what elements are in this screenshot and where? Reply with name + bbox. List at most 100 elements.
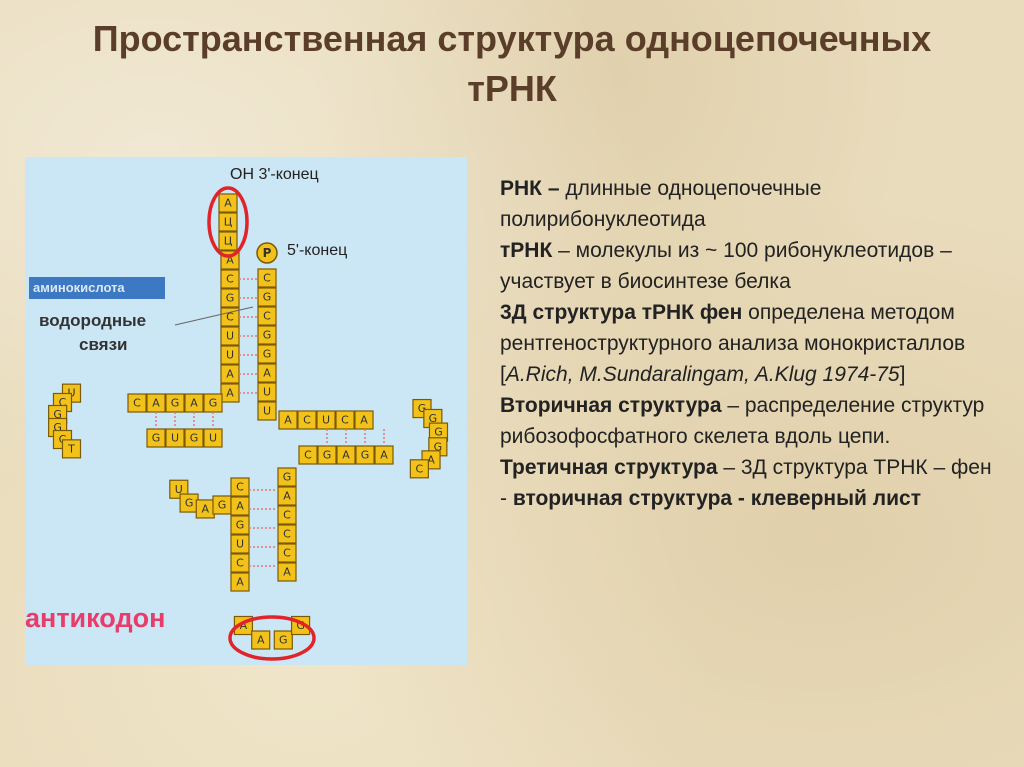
anticodon-stem-nucleotide: G: [277, 467, 297, 487]
variable-loop-nucleotide: G: [212, 495, 232, 515]
def-3d: определена методом рентгеноструктурного …: [500, 301, 966, 386]
acceptor-end-nucleotide: Ц: [218, 231, 238, 251]
hydrogen-bonds-line-1: водородные: [39, 311, 147, 330]
svg-text:G: G: [429, 412, 438, 425]
svg-text:G: G: [53, 421, 62, 434]
t-stem-nucleotide: A: [374, 445, 394, 465]
acceptor-stem-nucleotide: G: [257, 287, 277, 307]
svg-text:A: A: [240, 619, 248, 632]
t-stem-nucleotide: A: [336, 445, 356, 465]
nucleotide-layer: AЦЦACGCUUAACGCGGAUUCAGAGGUGUUCGGCTACUCAC…: [48, 193, 449, 650]
anticodon-stem-nucleotide: A: [277, 486, 297, 506]
svg-text:C: C: [263, 310, 271, 323]
acceptor-stem-nucleotide: G: [257, 325, 277, 345]
t-stem-nucleotide: G: [355, 445, 375, 465]
paragraph-tertiary: Третичная структура – 3Д структура ТРНК …: [500, 452, 1000, 514]
svg-text:A: A: [236, 576, 244, 589]
svg-text:A: A: [201, 502, 209, 515]
def-tertiary: – 3Д структура ТРНК – фен -: [500, 456, 992, 510]
term-secondary: Вторичная структура: [500, 394, 722, 417]
t-stem-nucleotide: G: [317, 445, 337, 465]
svg-text:G: G: [296, 619, 305, 632]
svg-text:A: A: [360, 414, 368, 427]
anticodon-label: антикодон: [25, 603, 166, 633]
svg-text:A: A: [190, 397, 198, 410]
svg-text:C: C: [226, 273, 234, 286]
svg-text:A: A: [226, 254, 234, 267]
trna-cloverleaf-drawing: .nuc { fill:#f2c21b; stroke:#7a5a05; str…: [48, 186, 449, 661]
anticodon-stem-nucleotide: C: [277, 543, 297, 563]
t-stem-nucleotide: A: [278, 410, 298, 430]
svg-text:G: G: [263, 291, 272, 304]
svg-text:G: G: [361, 449, 370, 462]
svg-text:G: G: [190, 432, 199, 445]
d-stem-nucleotide: A: [184, 393, 204, 413]
d-stem-nucleotide: U: [203, 428, 223, 448]
svg-text:Ц: Ц: [224, 216, 233, 229]
anticodon-stem-nucleotide: A: [230, 496, 250, 516]
t-stem-nucleotide: A: [354, 410, 374, 430]
svg-text:C: C: [263, 272, 271, 285]
anticodon-stem-nucleotide: C: [230, 553, 250, 573]
def-trna: – молекулы из ~ 100 рибонуклеотидов – уч…: [500, 239, 952, 293]
svg-text:C: C: [59, 396, 67, 409]
amino-acid-label: аминокислота: [29, 277, 165, 299]
svg-text:A: A: [283, 490, 291, 503]
svg-text:C: C: [341, 414, 349, 427]
acceptor-stem-nucleotide: C: [257, 306, 277, 326]
def-3d-end: ]: [899, 363, 906, 386]
svg-text:G: G: [263, 329, 272, 342]
def-secondary: – распределение структур рибозофосфатног…: [500, 394, 985, 448]
acceptor-stem-nucleotide: C: [257, 268, 277, 288]
svg-text:C: C: [283, 528, 291, 541]
anticodon-stem-nucleotide: C: [230, 477, 250, 497]
anticodon-stem-nucleotide: U: [230, 534, 250, 554]
authors: A.Rich, M.Sundaralingam, A.Klug 1974-75: [505, 363, 900, 386]
acceptor-end-nucleotide: Ц: [218, 212, 238, 232]
svg-text:C: C: [416, 462, 424, 475]
hydrogen-bond-layer: [155, 278, 385, 567]
t-loop-nucleotide: C: [409, 459, 429, 479]
d-loop-nucleotide: T: [61, 439, 82, 459]
term-tertiary: Третичная структура: [500, 456, 718, 479]
svg-text:U: U: [236, 538, 244, 551]
three-prime-end-label: OH 3'-конец: [230, 166, 319, 183]
anticodon-nucleotide: G: [273, 630, 293, 650]
phosphate-circle: [256, 242, 278, 264]
anticodon-stem-nucleotide: G: [230, 515, 250, 535]
svg-text:U: U: [171, 432, 179, 445]
svg-text:G: G: [53, 408, 62, 421]
svg-text:C: C: [133, 397, 141, 410]
svg-text:U: U: [226, 330, 234, 343]
svg-text:C: C: [283, 547, 291, 560]
svg-text:G: G: [185, 497, 194, 510]
anticodon-stem-nucleotide: A: [277, 562, 297, 582]
hydrogen-bonds-label: водородные связи: [39, 309, 146, 357]
svg-text:U: U: [175, 483, 183, 496]
acceptor-stem-nucleotide: C: [220, 269, 240, 289]
acceptor-stem-nucleotide: A: [257, 363, 277, 383]
svg-text:A: A: [342, 449, 350, 462]
svg-text:A: A: [257, 634, 265, 647]
d-stem-nucleotide: A: [146, 393, 166, 413]
svg-text:C: C: [304, 449, 312, 462]
acceptor-stem-nucleotide: G: [257, 344, 277, 364]
acceptor-stem-nucleotide: U: [257, 401, 277, 421]
svg-text:U: U: [226, 349, 234, 362]
svg-text:G: G: [434, 440, 443, 453]
svg-text:U: U: [322, 414, 330, 427]
t-stem-nucleotide: U: [316, 410, 336, 430]
svg-text:A: A: [224, 197, 232, 210]
slide-title: Пространственная структура одноцепочечны…: [0, 14, 1024, 114]
title-line-1: Пространственная структура одноцепочечны…: [92, 18, 932, 59]
title-line-2: тРНК: [467, 68, 557, 109]
svg-text:A: A: [236, 500, 244, 513]
svg-text:A: A: [263, 367, 271, 380]
svg-text:G: G: [263, 348, 272, 361]
svg-text:G: G: [171, 397, 180, 410]
anticodon-nucleotide: A: [251, 630, 271, 650]
svg-text:C: C: [303, 414, 311, 427]
svg-text:G: G: [323, 449, 332, 462]
d-stem-nucleotide: C: [127, 393, 147, 413]
acceptor-stem-nucleotide: U: [220, 345, 240, 365]
